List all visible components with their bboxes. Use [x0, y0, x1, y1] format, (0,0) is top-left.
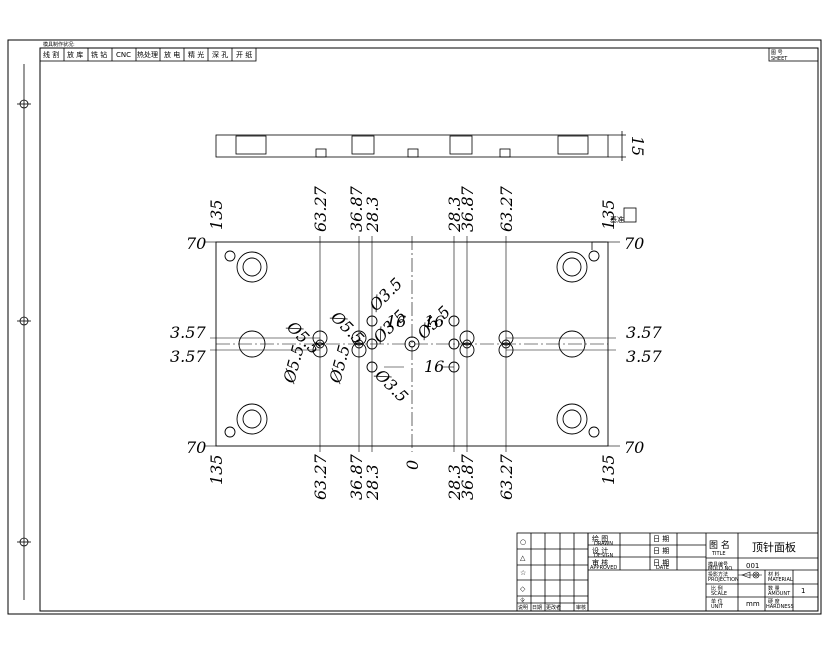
datum-mark	[591, 207, 637, 250]
label-date-en: DATE	[656, 565, 669, 571]
dim-right-bottom: 70	[624, 438, 644, 457]
side-view	[215, 131, 626, 161]
status-cell-9: 开 纸	[236, 50, 252, 59]
hole-label-2: Ø5.5	[326, 307, 367, 348]
sheet-label: 图 号	[771, 50, 783, 56]
dim-bottom-5: 28.3	[445, 464, 464, 501]
dim-left-bottom: 70	[186, 438, 206, 457]
hole-label-11: 16	[424, 357, 444, 376]
dim-135-bottom-left: 135	[207, 454, 226, 485]
side-thickness-dim: 15	[628, 136, 647, 156]
label-date-2: 日 期	[653, 547, 669, 555]
rev-mark-2: △	[520, 554, 526, 562]
hole-label-8: Ø5.5	[279, 343, 308, 386]
hole-label-9: Ø5.5	[325, 343, 354, 386]
projection-symbol-icon	[738, 571, 762, 579]
label-hardness-en: HARDNESS	[766, 604, 794, 610]
label-approved: 审 核	[592, 558, 608, 567]
rev-footer-4: 审核	[576, 604, 586, 611]
dim-bottom-6: 36.87	[458, 453, 477, 500]
label-date-1: 日 期	[653, 535, 669, 543]
label-amount-en: AMOUNT	[768, 591, 791, 597]
label-unit-en: UNIT	[711, 604, 724, 610]
label-mold-no: 模具编号	[708, 561, 728, 568]
center-lines	[204, 236, 620, 452]
dim-top-2: 36.87	[347, 185, 366, 232]
status-table-caption: 模具制作状况:	[43, 41, 75, 48]
label-material-en: MATERIAL	[768, 577, 793, 583]
dim-bottom-2: 36.87	[347, 453, 366, 500]
inner-frame	[39, 47, 819, 612]
status-cell-7: 精 光	[188, 50, 204, 59]
registration-marks	[17, 64, 31, 600]
label-drawn: 绘 图	[592, 534, 608, 543]
dim-135-top-left: 135	[207, 199, 226, 230]
dim-top-5: 36.87	[458, 185, 477, 232]
rev-mark-5: 令	[520, 597, 525, 604]
label-amount: 数 量	[768, 585, 780, 592]
dim-right-top: 70	[624, 234, 644, 253]
ejector-holes	[312, 315, 514, 373]
label-design-en: DESIGN	[594, 553, 614, 559]
rev-footer-3: 更改者	[546, 604, 561, 611]
dim-side-left-lower: 3.57	[170, 347, 206, 366]
dim-top-3: 28.3	[363, 196, 382, 233]
title-block	[516, 532, 819, 612]
drawing-title: 顶针面板	[752, 540, 796, 554]
label-scale: 比 例	[711, 585, 723, 592]
sheet-sub: SHEET	[771, 56, 788, 62]
status-cell-8: 深 孔	[212, 50, 228, 59]
status-cell-1: 线 割	[43, 50, 59, 59]
dim-bottom-4: 0	[403, 460, 422, 470]
hole-label-10: Ø3.5	[370, 365, 411, 406]
corner-holes	[224, 250, 600, 438]
label-hardness: 硬 度	[768, 598, 780, 605]
label-projection-en: PROJECTION	[708, 577, 739, 583]
status-cell-2: 放 库	[67, 50, 83, 59]
dim-top-6: 63.27	[497, 185, 516, 232]
label-mold-no-en: MOLD NO.	[708, 566, 734, 572]
label-design: 设 计	[592, 546, 608, 555]
label-title-en: TITLE	[711, 551, 726, 557]
label-drawn-en: DRAWN	[594, 541, 613, 547]
label-approved-en: APPROVED	[590, 565, 617, 571]
outer-frame	[7, 39, 822, 615]
dim-top-4: 28.3	[445, 196, 464, 233]
label-date-3: 日 期	[653, 559, 669, 567]
hole-label-3: Ø3.5	[365, 274, 406, 315]
dim-135-bottom-right: 135	[599, 454, 618, 485]
rev-footer-1: 说明	[518, 604, 528, 611]
rev-mark-3: ☆	[520, 569, 526, 577]
dim-135-top-right: 135	[599, 199, 618, 230]
dim-bottom-7: 63.27	[497, 453, 516, 500]
status-cell-6: 放 电	[164, 50, 180, 59]
mold-number-value: 001	[746, 562, 759, 570]
label-projection: 投影方法	[708, 571, 728, 578]
dim-bottom-3: 28.3	[363, 464, 382, 501]
rev-mark-4: ◇	[520, 585, 526, 593]
hole-label-7: 16	[424, 312, 444, 331]
label-title: 图 名	[709, 539, 730, 551]
amount-value: 1	[801, 587, 805, 595]
unit-value: mm	[746, 600, 760, 608]
rev-mark-1: ○	[520, 538, 526, 546]
label-scale-en: SCALE	[711, 591, 727, 597]
datum-label: 基准	[610, 215, 624, 224]
dim-side-left-upper: 3.57	[170, 323, 206, 342]
dim-bottom-1: 63.27	[311, 453, 330, 500]
hole-label-4: 16	[386, 312, 406, 331]
status-cell-5: 热处理	[137, 50, 158, 59]
label-unit: 单 位	[711, 598, 723, 605]
status-cell-3: 铣 钻	[91, 50, 107, 59]
dim-side-right-upper: 3.57	[626, 323, 662, 342]
status-cell-4: CNC	[116, 51, 131, 59]
status-table: 模具制作状况: 线 割 放 库 铣 钻 CNC 热处理 放 电 精 光 深 孔 …	[39, 41, 819, 62]
dim-side-right-lower: 3.57	[626, 347, 662, 366]
dim-left-top: 70	[186, 234, 206, 253]
label-material: 材 料	[768, 571, 780, 578]
rev-footer-2: 日期	[532, 605, 542, 611]
dim-top-1: 63.27	[311, 185, 330, 232]
